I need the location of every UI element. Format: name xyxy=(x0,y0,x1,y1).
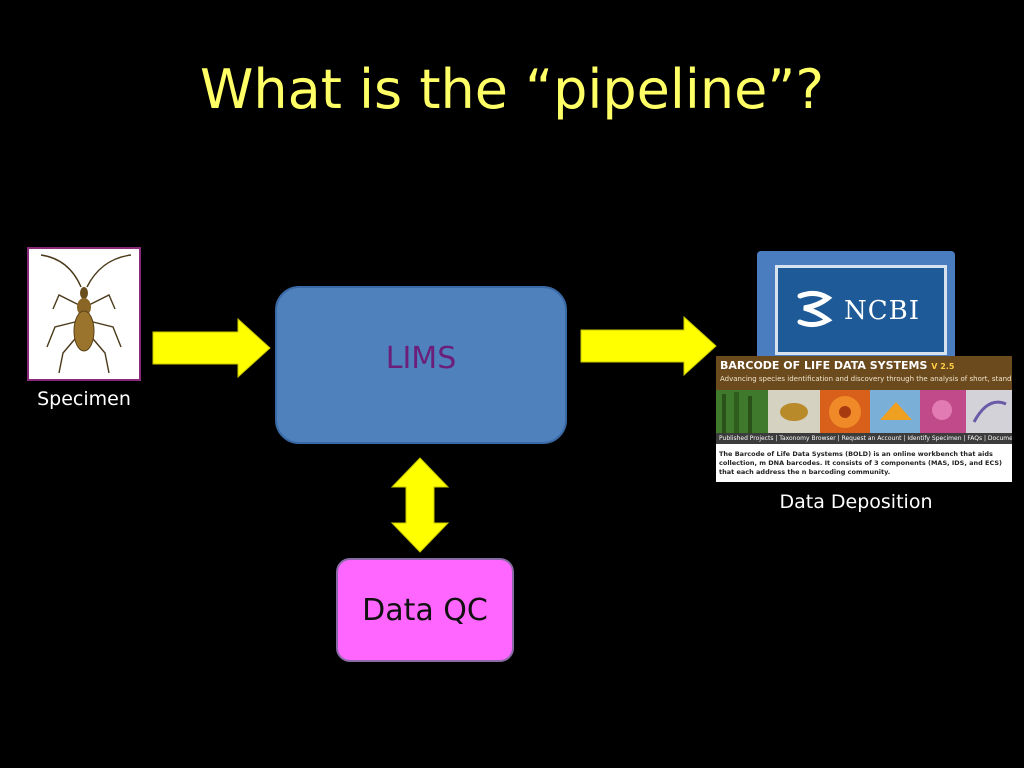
bold-header: BARCODE OF LIFE DATA SYSTEMS V 2.5 Advan… xyxy=(716,356,1012,390)
bold-description: The Barcode of Life Data Systems (BOLD) … xyxy=(719,450,1003,476)
ncbi-logo: NCBI xyxy=(757,251,955,363)
data-qc-label: Data QC xyxy=(362,592,488,628)
slide-title: What is the “pipeline”? xyxy=(200,58,824,121)
insect-icon xyxy=(40,254,132,374)
data-deposition-caption: Data Deposition xyxy=(779,491,933,513)
bold-website-screenshot: BARCODE OF LIFE DATA SYSTEMS V 2.5 Advan… xyxy=(716,356,1012,482)
dna-helix-icon xyxy=(797,290,833,328)
arrow-lims-to-deposition xyxy=(580,315,717,377)
lims-label: LIMS xyxy=(385,340,457,376)
data-qc-box: Data QC xyxy=(336,558,514,662)
lims-box: LIMS xyxy=(275,286,567,444)
bold-version: V 2.5 xyxy=(931,362,955,371)
bold-nav-bar: Published Projects | Taxonomy Browser | … xyxy=(716,433,1012,444)
ncbi-logo-text: NCBI xyxy=(844,296,921,326)
bold-photo-strip xyxy=(716,390,1012,433)
specimen-image xyxy=(27,247,141,381)
bold-title: BARCODE OF LIFE DATA SYSTEMS xyxy=(720,359,928,372)
arrow-specimen-to-lims xyxy=(152,317,271,379)
specimen-caption: Specimen xyxy=(37,388,131,410)
arrow-lims-qc-bidirectional xyxy=(390,457,450,553)
bold-subtitle: Advancing species identification and dis… xyxy=(720,375,1012,383)
